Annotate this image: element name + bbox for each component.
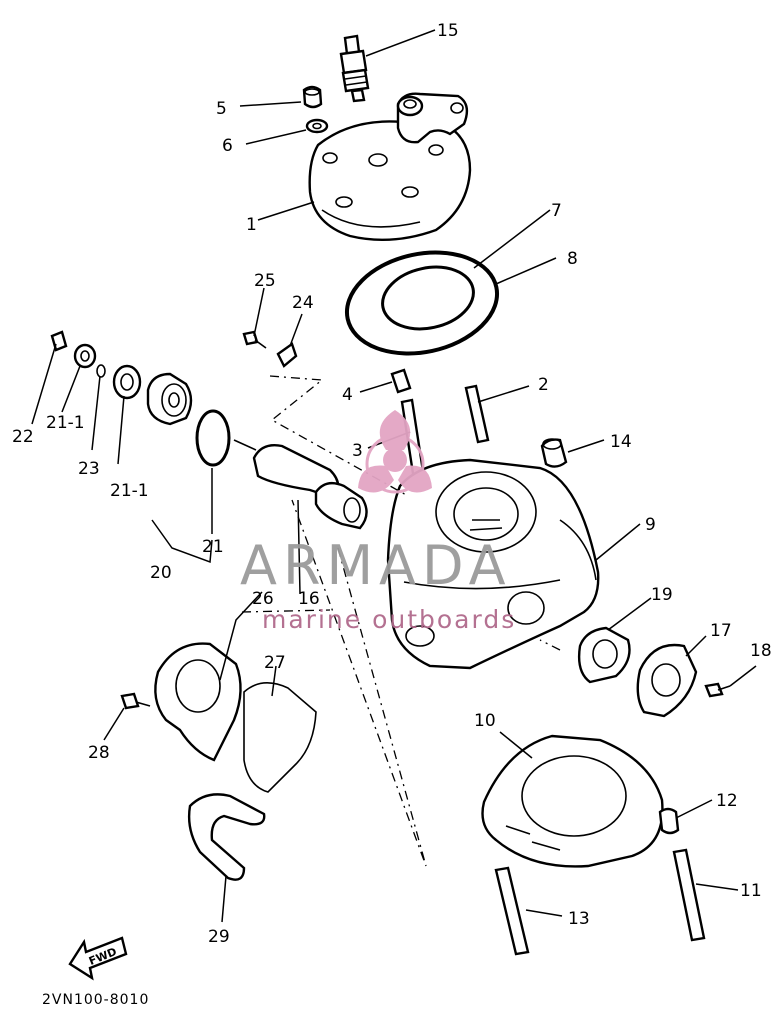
assembly-lines xyxy=(241,375,561,867)
callout-1: 1 xyxy=(246,215,257,235)
callout-16: 16 xyxy=(298,589,320,609)
callout-21-1: 21-1 xyxy=(110,481,149,501)
callout-23: 22 xyxy=(12,427,34,447)
callout-24: 23 xyxy=(78,459,100,479)
callout-8: 8 xyxy=(567,249,578,269)
callout-3: 3 xyxy=(352,441,363,461)
watermark-title: ARMADA xyxy=(240,534,512,597)
propeller-logo-icon xyxy=(358,410,432,494)
head-gasket-rings xyxy=(344,250,500,356)
callout-29: 28 xyxy=(88,743,110,763)
cap-nut xyxy=(302,85,323,109)
callout-19: 19 xyxy=(651,585,673,605)
bleed-cap xyxy=(540,438,568,468)
callout-26: 25 xyxy=(254,271,276,291)
callout-25: 24 xyxy=(292,293,314,313)
callout-20: 20 xyxy=(150,563,172,583)
studs-upper xyxy=(390,368,490,482)
callout-10: 10 xyxy=(474,711,496,731)
callout-14: 14 xyxy=(610,432,632,452)
watermark: ARMADA marine outboards xyxy=(240,410,516,634)
callout-4: 4 xyxy=(342,385,353,405)
callout-18: 18 xyxy=(750,641,772,661)
hose-clamp xyxy=(187,793,266,881)
studs-lower xyxy=(494,807,706,956)
fwd-arrow-icon: FWD xyxy=(68,936,128,981)
bolt-and-clip xyxy=(242,330,298,368)
callout-27: 26 xyxy=(252,589,274,609)
cylinder-head xyxy=(308,92,472,242)
callout-28: 27 xyxy=(264,653,286,673)
washer xyxy=(305,118,329,134)
callout-17: 17 xyxy=(710,621,732,641)
cylinder-block xyxy=(386,458,600,670)
part-code: 2VN100-8010 xyxy=(42,992,149,1008)
callout-5: 5 xyxy=(216,99,227,119)
exhaust-cover-parts xyxy=(577,626,731,718)
callout-22: 21-1 xyxy=(46,413,85,433)
water-pump-housing xyxy=(120,642,317,793)
callout-7: 7 xyxy=(551,201,562,221)
spark-plug xyxy=(339,34,370,103)
callout-21: 21 xyxy=(202,537,224,557)
callout-15: 15 xyxy=(437,21,459,41)
callout-30: 29 xyxy=(208,927,230,947)
leader-lines xyxy=(31,29,757,923)
callout-9: 9 xyxy=(645,515,656,535)
callout-13: 13 xyxy=(568,909,590,929)
watermark-subtitle: marine outboards xyxy=(262,605,516,634)
callout-12: 12 xyxy=(716,791,738,811)
callout-labels: 15 5 6 1 7 8 25 24 2 4 3 14 9 19 17 18 1… xyxy=(12,21,772,947)
water-pump-small-parts xyxy=(50,330,231,467)
base-gasket xyxy=(481,734,664,868)
callout-11: 11 xyxy=(740,881,762,901)
callout-2: 2 xyxy=(538,375,549,395)
callout-6: 6 xyxy=(222,136,233,156)
impeller-shaft xyxy=(233,439,368,530)
